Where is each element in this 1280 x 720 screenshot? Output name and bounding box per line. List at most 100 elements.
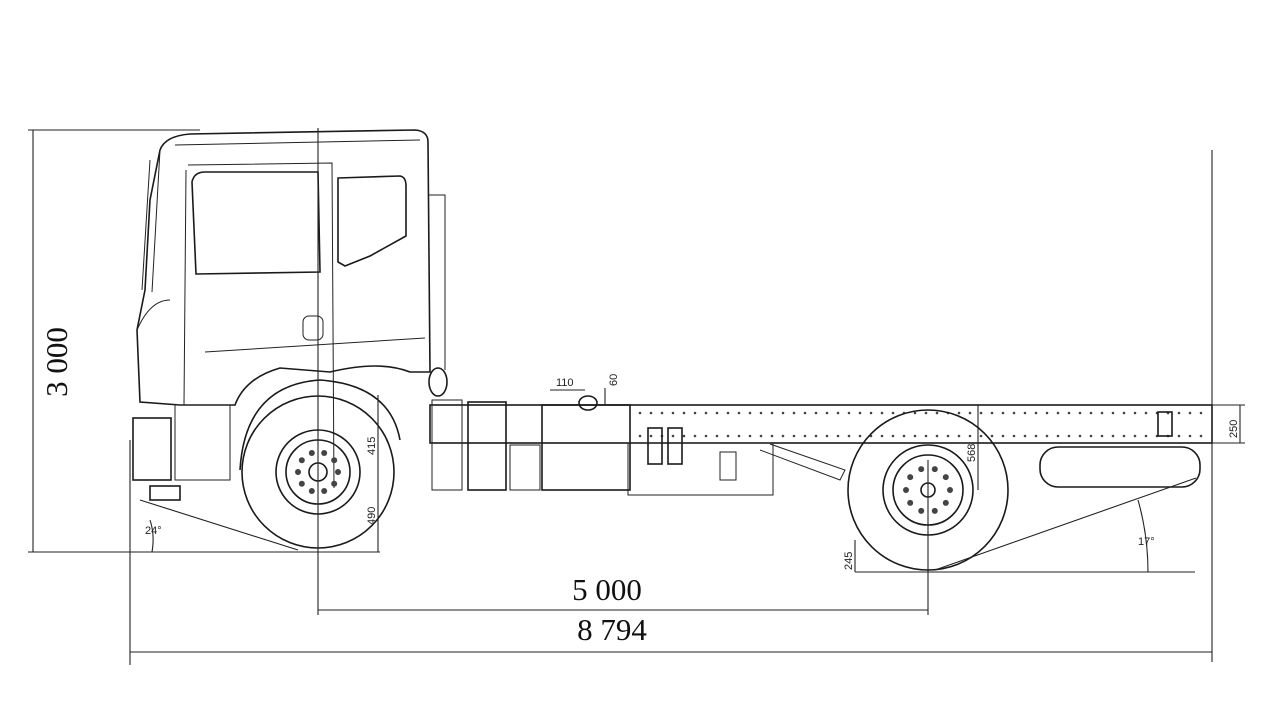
frame-rivet (792, 434, 796, 438)
overall-height-label: 3 000 (39, 327, 74, 397)
frame-rivet (880, 411, 884, 415)
frame-rivet (913, 434, 917, 438)
frame-rivet (858, 411, 862, 415)
frame-rivet (1111, 434, 1115, 438)
frame-rivet (957, 434, 961, 438)
overall-length-label: 8 794 (577, 612, 647, 647)
frame-rivet (803, 434, 807, 438)
frame-rivet (649, 434, 653, 438)
fuel-cap (578, 395, 598, 411)
wheel-bolt (947, 487, 953, 493)
frame-rivet (1034, 411, 1038, 415)
wheel-bolt (331, 480, 338, 487)
frame-rivet (715, 411, 719, 415)
frame-rivet (825, 411, 829, 415)
frame-rivet (968, 434, 972, 438)
frame-rivet (979, 434, 983, 438)
frame-rivet (1023, 434, 1027, 438)
frame-rivet (1089, 411, 1093, 415)
wheel-bolt (931, 507, 938, 514)
approach-angle-label: 24° (145, 525, 162, 537)
frame-rivet (781, 411, 785, 415)
frame-height-label: 250 (1228, 420, 1240, 438)
frame-rivet (891, 434, 895, 438)
headlight (132, 417, 172, 481)
wheel-bolt (308, 488, 315, 495)
wheel-bolt (298, 457, 305, 464)
frame-rivet (803, 411, 807, 415)
wheel-bolt (903, 487, 909, 493)
frame-rivet (704, 411, 708, 415)
frame-rivet (979, 411, 983, 415)
frame-rivet (1067, 411, 1071, 415)
tank-cap-height-label: 60 (608, 374, 620, 386)
frame-rivet (1144, 434, 1148, 438)
frame-rivet (946, 434, 950, 438)
frame-rivet (913, 411, 917, 415)
wheel-bolt (931, 466, 938, 473)
chassis-frame (429, 404, 1213, 444)
departure-angle-label: 17° (1138, 536, 1155, 548)
frame-rivet (1133, 434, 1137, 438)
frame-rivet (1133, 411, 1137, 415)
frame-rivet (1056, 434, 1060, 438)
engine-components (431, 395, 1201, 496)
frame-rivet (1122, 411, 1126, 415)
frame-rivet (924, 434, 928, 438)
frame-rivet (1034, 434, 1038, 438)
front-wheel-radius-label: 490 (366, 507, 378, 525)
wheelbase-label: 5 000 (572, 572, 642, 607)
frame-rivet (990, 411, 994, 415)
frame-rivet (847, 411, 851, 415)
frame-rivet (847, 434, 851, 438)
wheel-bolt (331, 457, 338, 464)
frame-rivet (1056, 411, 1060, 415)
tank-cap-offset-label: 110 (556, 377, 574, 389)
frame-rivet (891, 411, 895, 415)
frame-rivet (1067, 434, 1071, 438)
wheel-bolt (907, 499, 914, 506)
frame-rivet (1078, 411, 1082, 415)
frame-rivet (1111, 411, 1115, 415)
rear-axle-frame-label: 568 (966, 444, 978, 462)
frame-rivet (1188, 411, 1192, 415)
frame-rivet (737, 434, 741, 438)
frame-rivet (836, 411, 840, 415)
frame-rivet (770, 434, 774, 438)
frame-rivet (957, 411, 961, 415)
frame-rivet (660, 411, 664, 415)
frame-rivet (671, 434, 675, 438)
frame-rivet (836, 434, 840, 438)
frame-rivet (748, 411, 752, 415)
frame-rivet (792, 411, 796, 415)
frame-rivet (726, 434, 730, 438)
frame-rivet (1012, 434, 1016, 438)
frame-rivet (814, 434, 818, 438)
frame-rivet (924, 411, 928, 415)
frame-rivet (1100, 434, 1104, 438)
frame-rivet (1100, 411, 1104, 415)
wheel-bolt (321, 488, 328, 495)
frame-rivet (1188, 434, 1192, 438)
dimension-lines (28, 128, 1245, 665)
frame-rivet (814, 411, 818, 415)
frame-rivet (1122, 434, 1126, 438)
rear-clearance-label: 245 (843, 552, 855, 570)
frame-rivet (825, 434, 829, 438)
frame-rivet (737, 411, 741, 415)
wheel-bolt (918, 507, 925, 514)
frame-rivet (935, 434, 939, 438)
frame-rivet (902, 434, 906, 438)
wheel-bolt (918, 466, 925, 473)
frame-rivet (726, 411, 730, 415)
frame-rivet (869, 411, 873, 415)
frame-rivet (682, 434, 686, 438)
frame-rivet (638, 434, 642, 438)
fuel-tank (541, 404, 631, 491)
frame-rivet (968, 411, 972, 415)
frame-rivet (1078, 434, 1082, 438)
wheel-bolt (942, 499, 949, 506)
wheel-bolt (907, 474, 914, 481)
frame-rivet (1177, 434, 1181, 438)
